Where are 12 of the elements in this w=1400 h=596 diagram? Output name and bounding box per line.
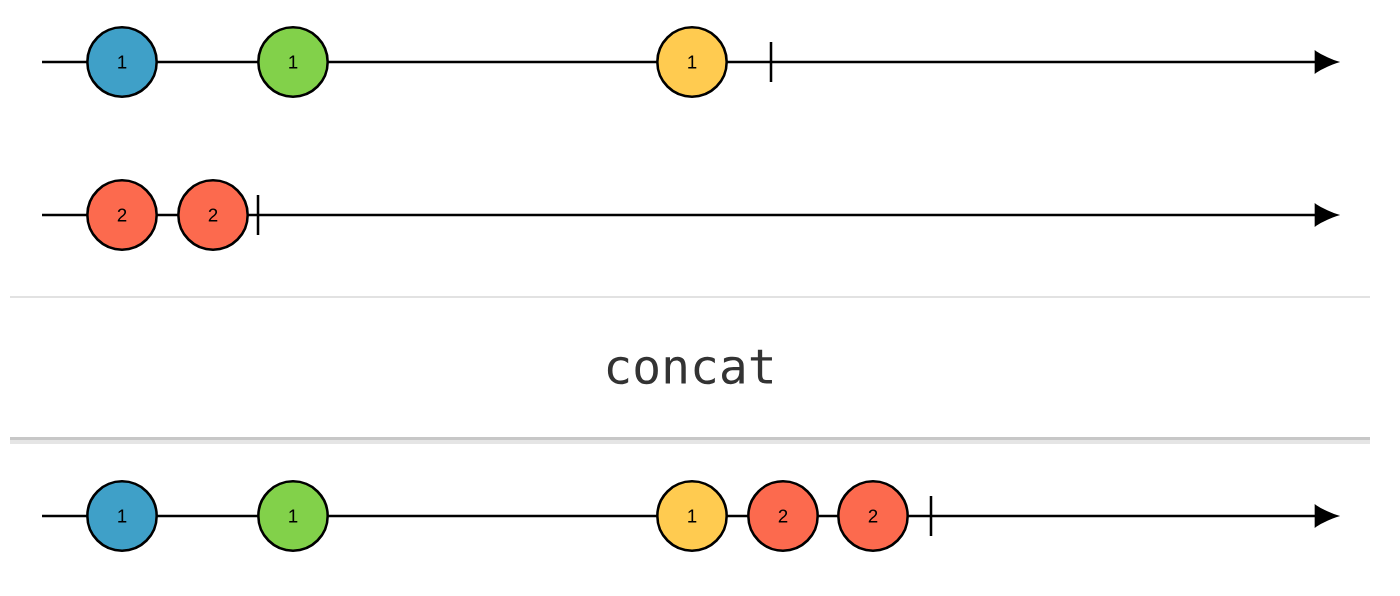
node-label: concat [607,349,772,385]
marble: 2 [837,480,909,552]
marble: 1 [656,26,728,98]
marble: 1 [86,480,158,552]
marble: 2 [177,179,249,251]
marble: 1 [86,26,158,98]
marble: 2 [747,480,819,552]
marble: 1 [656,480,728,552]
operator-band: concat [9,296,1371,444]
marble: 1 [257,480,329,552]
marble: 1 [257,26,329,98]
marble: 2 [86,179,158,251]
